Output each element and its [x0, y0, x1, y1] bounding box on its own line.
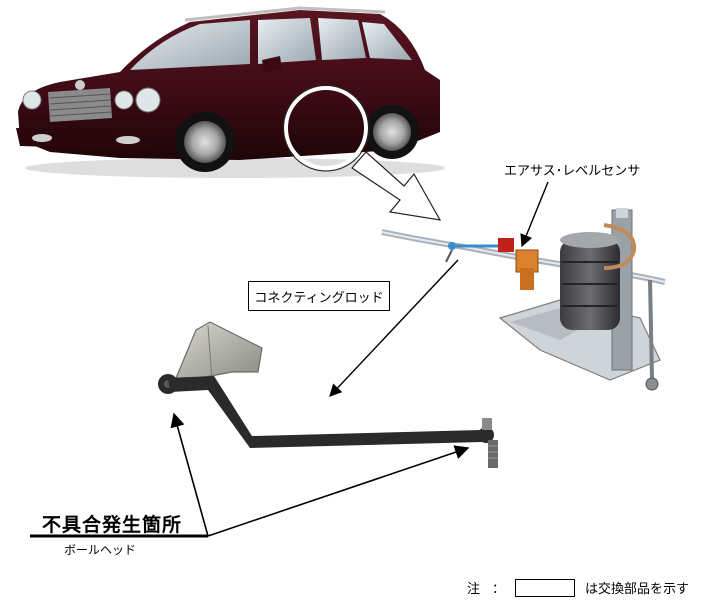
note-prefix: 注 [467, 582, 481, 597]
connecting-rod-label-box: コネクティングロッド [248, 281, 390, 311]
ball-head-label: ボールヘッド [64, 543, 137, 557]
sensor-leader-arrow [520, 181, 549, 248]
replacement-part-note: 注 ： は交換部品を示す [467, 578, 689, 597]
car-image [16, 6, 445, 178]
rod-leader-arrow [329, 259, 459, 397]
connecting-rod-image [158, 321, 498, 468]
defect-location-label: 不具合発生箇所 [42, 514, 183, 536]
replacement-part-legend-box [515, 578, 576, 597]
defect-arrow-left [170, 412, 209, 537]
zoom-arrow [351, 151, 442, 221]
air-suspension-image [381, 208, 666, 391]
air-suspension-level-sensor-label: エアサス･レベルセンサ [504, 164, 641, 179]
connecting-rod-label: コネクティングロッド [254, 290, 384, 306]
note-text: は交換部品を示す [585, 582, 690, 597]
defect-arrow-right [207, 445, 470, 537]
note-colon: ： [492, 582, 506, 597]
